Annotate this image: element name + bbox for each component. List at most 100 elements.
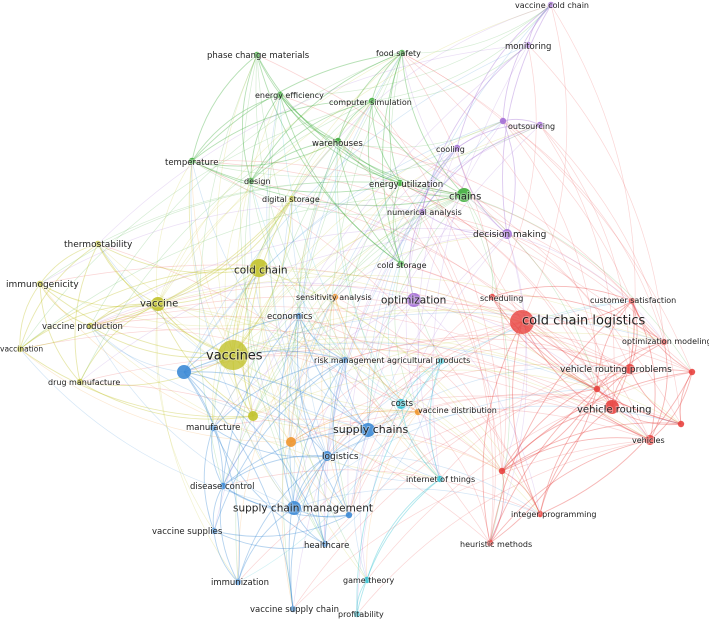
node-game-theory[interactable] (363, 576, 371, 584)
label-thermostability: thermostability (64, 240, 133, 250)
node-drug-manufacture[interactable] (76, 378, 84, 386)
edge-digital-storage-logistics (282, 198, 328, 457)
node-numerical-analysis[interactable] (418, 208, 426, 216)
node-costs[interactable] (396, 399, 406, 409)
label-disease-control: disease control (190, 482, 254, 492)
edge-logistics-healthcare (317, 455, 328, 545)
node-cold-storage[interactable] (397, 260, 405, 268)
edge-red-b-red-c (501, 422, 682, 472)
node-profitability[interactable] (353, 610, 361, 618)
node-sensitivity-analysis[interactable] (331, 293, 339, 301)
node-red-b[interactable] (677, 420, 685, 428)
edge-red-a-risk-management (344, 334, 693, 373)
node-immunogenicity[interactable] (36, 280, 44, 288)
edge-computer-simulation-energy-utilization (371, 100, 401, 184)
node-heuristic-methods[interactable] (486, 539, 494, 547)
edge-temperature-vaccine (156, 160, 193, 305)
node-monitoring[interactable] (524, 41, 532, 49)
edge-vehicles-vaccine-production (89, 316, 651, 441)
edge-energy-efficiency-vaccine-cold-chain (279, 4, 552, 96)
edge-red-d-supply-chain-management (293, 388, 598, 509)
node-vehicle-routing-problems[interactable] (625, 364, 635, 374)
edge-vehicle-routing-problems-risk-management (344, 338, 631, 370)
node-vaccination[interactable] (16, 345, 24, 353)
node-cold-chain-logistics[interactable] (510, 310, 534, 334)
node-vehicle-routing[interactable] (605, 400, 619, 414)
node-computer-simulation[interactable] (368, 97, 376, 105)
node-supply-chains[interactable] (361, 423, 375, 437)
edge-heuristic-methods-energy-utilization (399, 182, 494, 544)
edge-phase-change-materials-temperature (191, 54, 258, 162)
edge-red-c-food-safety (401, 52, 507, 472)
node-optimization[interactable] (407, 293, 421, 307)
node-logistics[interactable] (322, 451, 332, 461)
node-blue-a[interactable] (177, 365, 191, 379)
node-yellow-a[interactable] (248, 411, 258, 421)
edge-energy-efficiency-cold-storage (279, 94, 402, 265)
node-manufacture[interactable] (209, 424, 217, 432)
node-vaccine-supply-chain[interactable] (289, 605, 297, 613)
node-red-a[interactable] (688, 368, 696, 376)
edge-vehicle-routing-customer-satisfaction (611, 300, 635, 408)
node-economics[interactable] (295, 312, 303, 320)
node-immunization[interactable] (234, 578, 242, 586)
node-vaccine-supplies[interactable] (210, 527, 218, 535)
node-energy-efficiency[interactable] (276, 91, 284, 99)
node-vaccine[interactable] (151, 297, 165, 311)
edge-computer-simulation-design (250, 100, 373, 182)
edge-thermostability-vaccination (19, 243, 99, 350)
node-vaccine-production[interactable] (86, 322, 94, 330)
node-disease-control[interactable] (219, 482, 227, 490)
node-healthcare[interactable] (321, 540, 329, 548)
edge-red-c-cold-chain (258, 267, 503, 472)
label-internet-of-things: internet of things (406, 475, 475, 484)
node-design[interactable] (247, 177, 255, 185)
node-thermostability[interactable] (94, 240, 102, 248)
node-decision-making[interactable] (502, 229, 512, 239)
node-temperature[interactable] (188, 157, 196, 165)
node-risk-management[interactable] (341, 356, 349, 364)
edge-vaccination-supply-chain-management (19, 348, 295, 509)
node-phase-change-materials[interactable] (253, 51, 261, 59)
node-energy-utilization[interactable] (396, 179, 404, 187)
edge-economics-risk-management (298, 315, 346, 361)
edge-computer-simulation-chains (371, 100, 465, 196)
node-outsourcing[interactable] (536, 121, 544, 129)
edge-economics-costs (298, 315, 402, 405)
node-integer-programming[interactable] (536, 510, 544, 518)
node-scheduling[interactable] (488, 293, 496, 301)
node-cooling[interactable] (453, 144, 461, 152)
node-vaccine-cold-chain[interactable] (547, 1, 555, 9)
node-chains[interactable] (457, 188, 471, 202)
edge-red-a-economics (298, 302, 693, 373)
edge-computer-simulation-temperature (191, 100, 373, 162)
node-orange-a[interactable] (286, 437, 296, 447)
node-agricultural-products[interactable] (437, 357, 445, 365)
edge-costs-internet-of-things (400, 403, 441, 480)
node-red-c[interactable] (498, 467, 506, 475)
node-warehouses[interactable] (334, 137, 342, 145)
node-customer-satisfaction[interactable] (628, 297, 636, 305)
edge-vehicles-optimization (413, 299, 651, 441)
node-supply-chain-management[interactable] (287, 501, 301, 515)
node-cold-chain[interactable] (250, 259, 268, 277)
edge-phase-change-materials-cold-storage (256, 54, 402, 265)
edge-red-c-computer-simulation (371, 100, 503, 472)
node-red-d[interactable] (593, 385, 601, 393)
node-internet-of-things[interactable] (436, 475, 444, 483)
edge-integer-programming-logistics (326, 454, 541, 515)
edge-cold-chain-logistics-logistics (326, 321, 523, 457)
edge-vehicles-heuristic-methods (489, 439, 651, 544)
label-energy-utilization: energy utilization (369, 180, 443, 190)
edge-heuristic-methods-drug-manufacture (79, 381, 491, 544)
node-vaccine-distribution[interactable] (414, 408, 422, 416)
node-food-safety[interactable] (398, 49, 406, 57)
label-design: design (244, 177, 271, 186)
node-blue-b[interactable] (345, 511, 353, 519)
node-optimization-modeling[interactable] (660, 338, 668, 346)
node-vehicles[interactable] (645, 435, 655, 445)
node-vaccines[interactable] (218, 340, 248, 370)
node-digital-storage[interactable] (288, 195, 296, 203)
edge-cold-chain-logistics-orange-a (290, 321, 523, 443)
node-purple-a[interactable] (499, 117, 507, 125)
